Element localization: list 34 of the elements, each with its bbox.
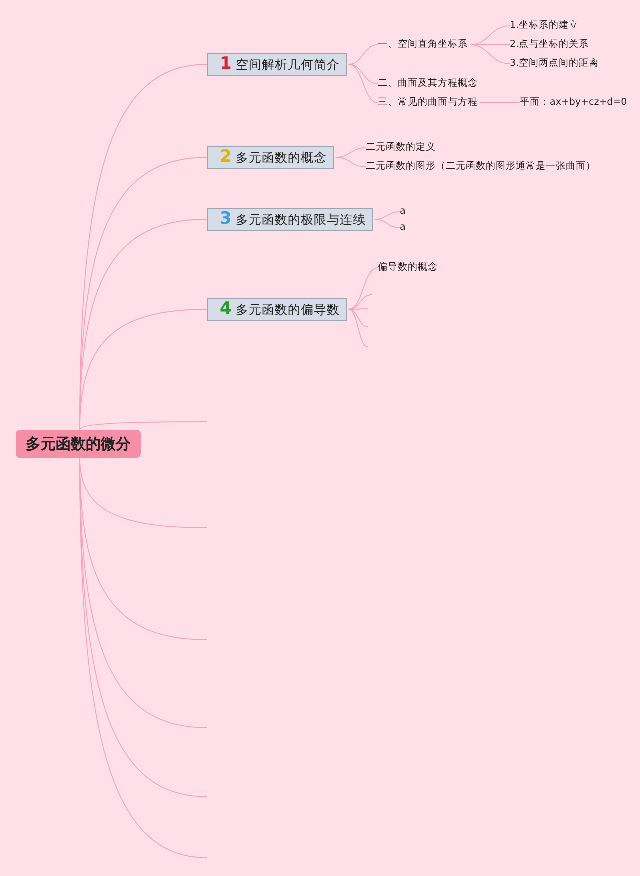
subtopic-text: 二元函数的定义 <box>366 142 436 154</box>
branch-line <box>470 44 510 64</box>
topic-label: 多元函数的概念 <box>236 150 327 165</box>
topic-number: 3 <box>220 209 232 229</box>
subtopic-text: 偏导数的概念 <box>378 262 438 274</box>
branch-line <box>348 64 378 84</box>
subtopic-text: a <box>400 206 406 218</box>
topic-number: 2 <box>220 147 232 167</box>
subtopic-text: 2.点与坐标的关系 <box>510 39 590 51</box>
central-topic-box: 多元函数的微分 <box>16 430 141 458</box>
topic-box <box>207 53 347 76</box>
branch-line <box>374 219 400 228</box>
topic-box <box>207 208 373 231</box>
branch-line <box>348 268 378 310</box>
subtopic-text: 二元函数的图形（二元函数的图形通常是一张曲面） <box>366 161 596 173</box>
topic-number: 1 <box>220 54 232 74</box>
topic-label: 空间解析几何简介 <box>236 57 340 72</box>
branch-line <box>80 422 208 430</box>
subtopic-text: 3.空间两点间的距离 <box>510 58 600 70</box>
subtopic-text: a <box>400 222 406 234</box>
subtopic-text: 一、空间直角坐标系 <box>378 39 468 51</box>
topic-number: 4 <box>220 299 232 319</box>
branch-line <box>348 64 378 104</box>
topic-label: 多元函数的偏导数 <box>236 302 340 317</box>
branch-line <box>335 157 366 168</box>
branch-line <box>348 309 368 348</box>
subtopic-text: 1.坐标系的建立 <box>510 20 580 32</box>
subtopic-text: 平面：ax+by+cz+d=0 <box>520 97 628 109</box>
subtopic-text: 三、常见的曲面与方程 <box>378 97 478 109</box>
topic-label: 多元函数的极限与连续 <box>236 212 366 227</box>
branch-line <box>480 102 520 104</box>
subtopic-text: 二、曲面及其方程概念 <box>378 78 478 90</box>
topic-box <box>207 146 334 169</box>
topic-box <box>207 298 347 321</box>
